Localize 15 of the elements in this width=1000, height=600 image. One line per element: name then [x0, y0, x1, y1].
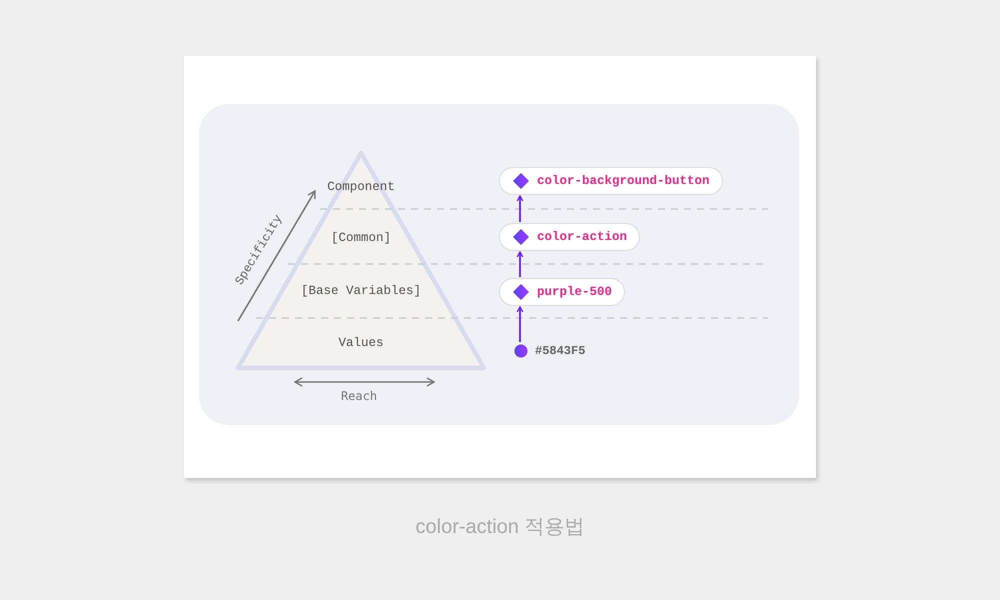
token-name: purple-500: [537, 285, 612, 299]
token-pill: [499, 223, 640, 251]
token-name: color-action: [537, 230, 628, 244]
arrow: [516, 251, 524, 277]
arrow: [516, 195, 524, 222]
caption: color-action 적용법: [414, 515, 586, 540]
hex-value: #5843F5: [535, 344, 586, 358]
layer-label: [Base Variables]: [300, 283, 422, 299]
layer-label: Component: [326, 179, 396, 195]
arrow: [516, 306, 524, 342]
token-name: color-background-button: [537, 174, 710, 188]
axis-label: Reach: [340, 389, 378, 404]
layer-label: Values: [337, 335, 384, 351]
token-pill: [499, 278, 626, 306]
token-pill: [499, 167, 723, 195]
